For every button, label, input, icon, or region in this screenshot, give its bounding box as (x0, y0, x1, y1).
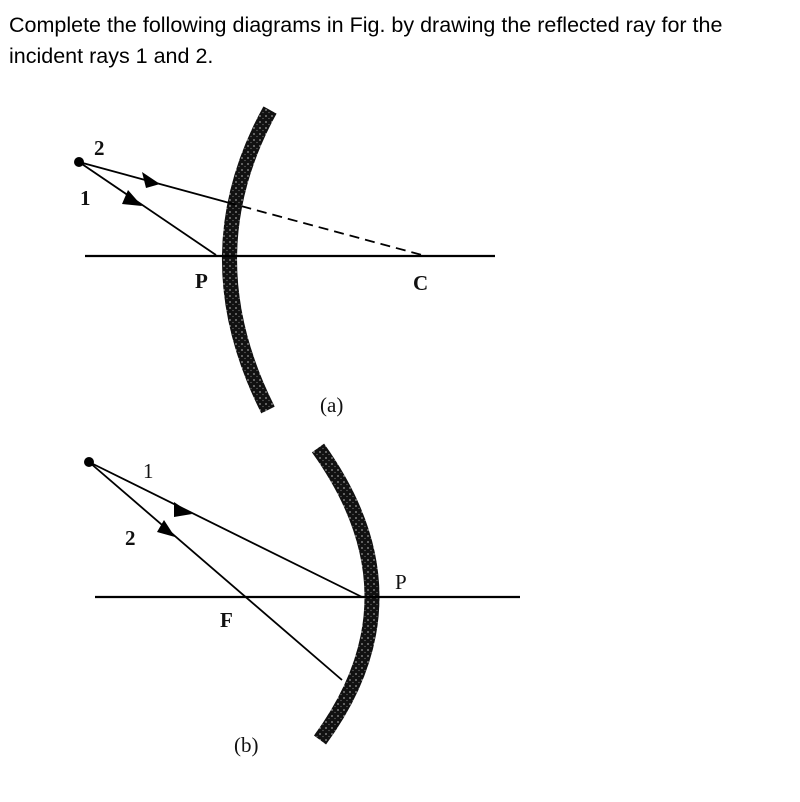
incident-ray-1 (78, 161, 217, 256)
ray-label-2: 2 (125, 526, 136, 550)
ray-label-1: 1 (80, 186, 91, 210)
arrowhead-ray-1 (174, 502, 192, 517)
ray-label-2: 2 (94, 136, 105, 160)
focus-label: F (220, 608, 233, 632)
caption-b: (b) (234, 733, 259, 757)
dashed-extension-to-c (225, 201, 423, 256)
incident-ray-1 (88, 461, 363, 598)
figure-a: 2 1 P C (a) (74, 106, 495, 417)
centre-label: C (413, 271, 428, 295)
caption-a: (a) (320, 393, 343, 417)
ray-label-1: 1 (143, 459, 154, 483)
arrowhead-ray-2 (142, 172, 160, 188)
figure-b: 1 2 P F (b) (84, 443, 520, 757)
incident-ray-2 (88, 461, 343, 681)
pole-label: P (195, 269, 208, 293)
arrowhead-ray-1 (122, 190, 142, 206)
pole-label: P (395, 570, 407, 594)
question-text: Complete the following diagrams in Fig. … (9, 13, 723, 68)
convex-mirror (222, 106, 277, 414)
arrowhead-ray-2 (157, 520, 175, 537)
concave-mirror (311, 443, 380, 745)
